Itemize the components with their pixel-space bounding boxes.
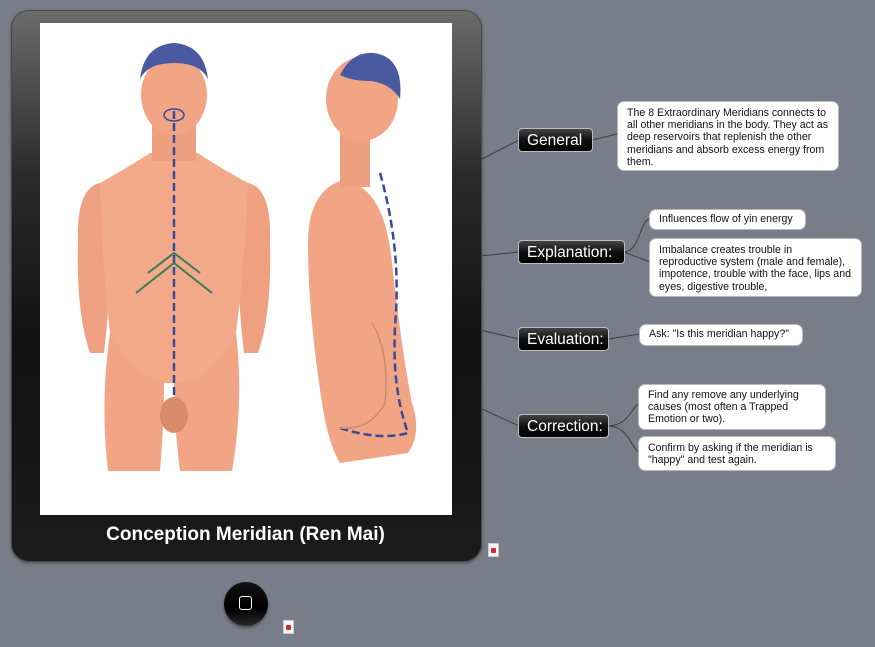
connector-evaluation	[479, 329, 520, 340]
topic-evaluation[interactable]: Evaluation:	[518, 327, 609, 351]
attachment-icon[interactable]	[488, 543, 499, 557]
topic-correction[interactable]: Correction:	[518, 414, 609, 438]
note-correction-1: Find any remove any underlying causes (m…	[638, 384, 826, 430]
home-icon	[239, 596, 252, 610]
note-explanation-2: Imbalance creates trouble in reproductiv…	[649, 238, 862, 297]
connector-correction	[479, 407, 520, 427]
illustration-caption: Conception Meridian (Ren Mai)	[106, 524, 385, 545]
topic-general[interactable]: General	[518, 128, 593, 152]
note-correction-2: Confirm by asking if the meridian is "ha…	[638, 436, 836, 471]
side-body-figure	[308, 52, 417, 463]
connector-general	[479, 139, 520, 161]
connector-correction-note-1	[607, 403, 641, 427]
body-figures-svg	[77, 43, 417, 471]
attachment-icon[interactable]	[283, 620, 294, 634]
connector-general-note	[591, 133, 618, 141]
note-evaluation: Ask: "Is this meridian happy?"	[639, 324, 803, 346]
front-body-figure	[77, 43, 271, 471]
note-explanation-1: Influences flow of yin energy	[649, 209, 806, 230]
connector-evaluation-note	[607, 333, 641, 340]
home-button[interactable]	[224, 582, 268, 626]
connector-explanation	[479, 251, 520, 257]
connector-explanation-note-2	[623, 251, 651, 263]
connector-correction-note-2	[607, 425, 641, 453]
topic-explanation[interactable]: Explanation:	[518, 240, 625, 264]
note-general: The 8 Extraordinary Meridians connects t…	[617, 101, 839, 171]
meridian-illustration	[40, 23, 452, 515]
connector-explanation-note-1	[623, 218, 651, 253]
